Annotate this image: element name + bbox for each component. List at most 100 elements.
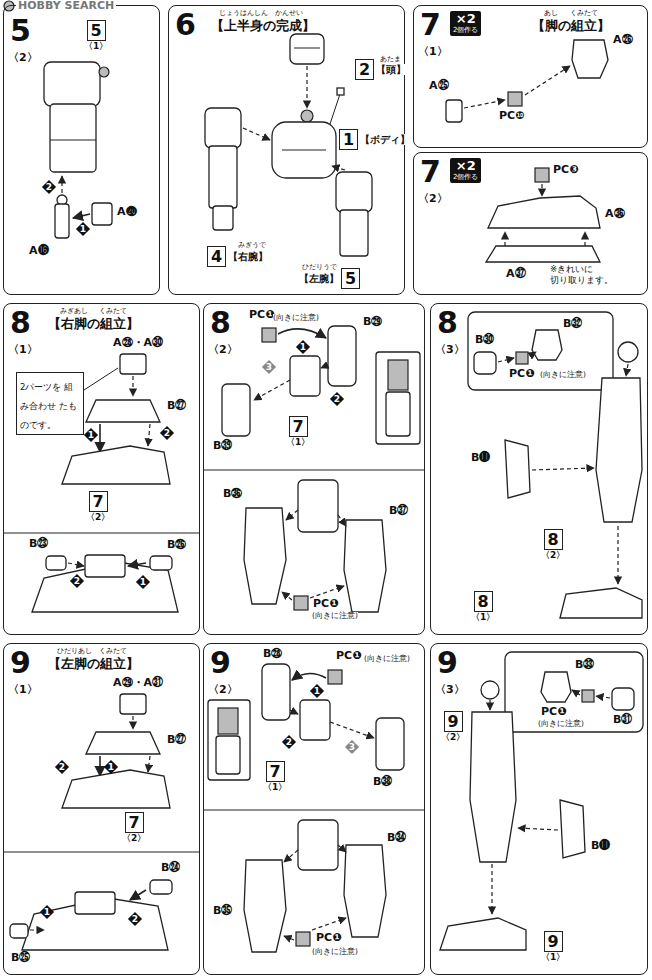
step-panel: 8〈2〉7〈1〉 — [203, 303, 425, 635]
order-diamond: 2 — [128, 912, 142, 926]
part-label: B㉗ — [166, 400, 187, 413]
order-diamond: 2 — [55, 760, 69, 774]
substep-number: 〈1〉 — [8, 344, 38, 357]
step-number: 9 — [210, 648, 231, 678]
part-label: B㉝ — [574, 659, 595, 672]
reference-box: 4【右腕】 — [207, 246, 268, 267]
orientation-note: (向きに注意) — [364, 655, 410, 664]
reference-number: 4 — [207, 246, 226, 267]
cutting-note: ※きれいに 切り取ります。 — [550, 264, 614, 286]
furigana: みぎうで — [238, 241, 266, 249]
reference-substep: 〈2〉 — [541, 550, 565, 560]
quantity-badge: ×22個作る — [450, 158, 481, 183]
furigana: かんせい — [275, 9, 303, 17]
part-label: B㉖ — [166, 539, 187, 552]
part-group-name: 【ボディ】 — [360, 134, 410, 146]
order-diamond: 1 — [104, 760, 118, 774]
order-number: 1 — [296, 340, 310, 354]
step-heading: 【脚の組立】 — [532, 19, 610, 34]
order-number: 2 — [55, 760, 69, 774]
reference-number: 2 — [355, 59, 374, 80]
step-number: 9 — [10, 648, 31, 678]
part-label: A㉕ — [428, 80, 450, 93]
orientation-note: (向きに注意) — [540, 371, 586, 380]
order-number: 1 — [104, 760, 118, 774]
part-label: A㉙・A㉛ — [112, 677, 164, 690]
order-diamond: 2 — [330, 392, 344, 406]
part-label: B㉕ — [10, 952, 31, 965]
step-number: 9 — [437, 648, 458, 678]
order-diamond: 1 — [136, 575, 150, 589]
reference-box: 7〈2〉 — [122, 812, 146, 844]
step-number: 7 — [420, 10, 441, 40]
reference-substep: 〈1〉 — [541, 952, 565, 962]
substep-number: 〈1〉 — [8, 684, 38, 697]
part-label: A㊲ — [505, 268, 527, 281]
part-group-name: 【左腕】 — [299, 273, 339, 285]
orientation-note: (向きに注意) — [538, 720, 584, 729]
part-label: A⓴ — [116, 206, 138, 219]
quantity-badge: ×22個作る — [450, 11, 481, 36]
reference-substep: 〈2〉 — [86, 512, 110, 522]
reference-substep: 〈1〉 — [471, 612, 495, 622]
part-label: B㊲ — [388, 505, 409, 518]
furigana: くみたて — [99, 647, 127, 655]
part-label: B㉞ — [386, 832, 407, 845]
reference-number: 7 — [125, 812, 144, 833]
orientation-note: (向きに注意) — [312, 948, 358, 957]
furigana: くみたて — [99, 307, 127, 315]
step-number: 8 — [10, 308, 31, 338]
note-text: 2パーツを 組み合わせ たものです。 — [20, 382, 77, 430]
quantity-badge-note: 2個作る — [453, 173, 478, 181]
order-diamond: 2 — [70, 574, 84, 588]
order-diamond: 2 — [282, 735, 296, 749]
part-group-name: 【右腕】 — [228, 251, 268, 263]
reference-box: 【左腕】5 — [299, 268, 360, 289]
order-number: 1 — [76, 222, 90, 236]
order-diamond: 3 — [262, 360, 276, 374]
step-number: 8 — [437, 308, 458, 338]
part-label: A㉘・A㉚ — [112, 337, 164, 350]
order-number: 1 — [136, 575, 150, 589]
order-diamond: 1 — [40, 905, 54, 919]
furigana: ひだりうで — [302, 263, 337, 271]
step-number: 6 — [175, 10, 196, 40]
reference-number: 8 — [474, 591, 493, 612]
step-heading: 【右脚の組立】 — [48, 317, 139, 332]
step-panel: 9 〈1〉【左脚の組立】 7〈2〉 — [3, 643, 200, 975]
quantity-badge-text: ×2 — [456, 12, 476, 26]
order-number: 2 — [160, 426, 174, 440]
part-label: PC❿ — [498, 110, 525, 123]
part-label: PC❶ — [540, 706, 567, 719]
order-number: 2 — [128, 912, 142, 926]
order-number: 1 — [310, 684, 324, 698]
step-heading: 【左脚の組立】 — [48, 657, 139, 672]
order-diamond: 1 — [310, 684, 324, 698]
part-label: PC❶ — [312, 598, 339, 611]
part-label: PC❸ — [552, 164, 579, 177]
reference-box: 7〈1〉 — [286, 416, 310, 448]
substep-number: 〈2〉 — [8, 52, 38, 65]
substep-number: 〈1〉 — [418, 46, 448, 59]
reference-substep: 〈2〉 — [441, 732, 465, 742]
step-panel: 6【上半身の完成】2【頭】1【ボディ】4【右腕】【左腕】5 — [168, 5, 405, 295]
part-group-name: 【頭】 — [376, 64, 406, 76]
reference-substep: 〈1〉 — [286, 437, 310, 447]
reference-number: 5 — [341, 268, 360, 289]
part-label: B⓫ — [470, 452, 491, 465]
order-diamond: 1 — [76, 222, 90, 236]
reference-number: 1 — [339, 129, 358, 150]
part-label: B㉜ — [562, 318, 583, 331]
furigana: あたま — [380, 55, 401, 63]
watermark: HOBBY SEARCH — [16, 0, 116, 13]
order-diamond: 1 — [84, 428, 98, 442]
part-label: A㉖ — [612, 34, 634, 47]
order-diamond: 2 — [160, 426, 174, 440]
order-number: 2 — [42, 180, 56, 194]
part-label: B㉙ — [362, 316, 383, 329]
substep-number: 〈2〉 — [418, 193, 448, 206]
order-diamond: 1 — [296, 340, 310, 354]
reference-box: 5〈1〉 — [84, 20, 108, 52]
substep-number: 〈3〉 — [435, 684, 465, 697]
